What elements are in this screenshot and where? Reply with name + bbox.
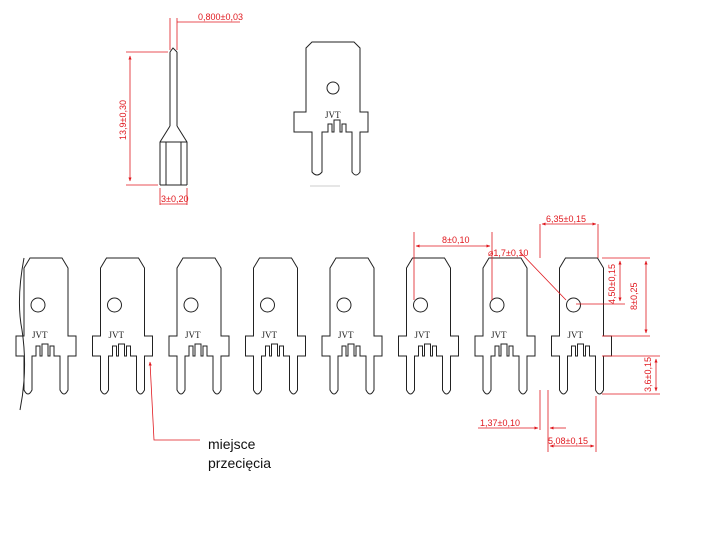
terminal-hole — [566, 297, 581, 313]
strip-terminal: JVT — [92, 257, 153, 395]
front-view-marking: JVT — [325, 110, 341, 120]
dim-foot-width: 3±0,20 — [161, 194, 188, 204]
dim-pitch: 8±0,10 — [442, 235, 469, 245]
dim-width: 6,35±0,15 — [546, 214, 586, 224]
terminal-hole — [30, 297, 46, 313]
dim-leg-gap: 1,37±0,10 — [480, 418, 520, 428]
dim-leg-height: 3,6±0,15 — [643, 357, 653, 392]
terminal-marking: JVT — [338, 330, 354, 340]
strip-break-line — [18, 257, 26, 411]
terminal-marking: JVT — [415, 330, 431, 340]
terminal-marking: JVT — [109, 330, 125, 340]
strip-terminal: JVT — [551, 257, 612, 395]
dim-height-side: 13,9±0,30 — [118, 100, 128, 140]
strip-terminal: JVT — [398, 257, 459, 395]
side-view — [159, 47, 188, 186]
terminal-marking: JVT — [491, 330, 507, 340]
terminal-hole — [183, 297, 199, 313]
terminal-marking: JVT — [568, 330, 584, 340]
strip-terminal: JVT — [474, 257, 536, 395]
cut-label-line1: miejsce — [208, 436, 256, 452]
terminal-hole — [107, 297, 122, 313]
strip-terminal: JVT — [15, 257, 77, 395]
front-view — [293, 41, 369, 187]
terminal-marking: JVT — [262, 330, 278, 340]
strip: JVT JVT JVT JVT JVT JVT JVT JVT — [15, 257, 612, 411]
terminal-hole — [413, 297, 428, 313]
terminal-marking: JVT — [32, 330, 48, 340]
terminal-hole — [336, 297, 352, 313]
strip-terminal: JVT — [245, 257, 306, 395]
strip-dimensions — [148, 222, 660, 452]
dim-leg-spacing: 5,08±0,15 — [548, 436, 588, 446]
terminal-hole — [260, 297, 275, 313]
strip-terminals: JVT JVT JVT JVT JVT JVT JVT JVT — [15, 257, 612, 395]
cut-label-line2: przecięcia — [208, 455, 271, 471]
strip-terminal: JVT — [168, 257, 230, 395]
side-view-dimensions — [126, 18, 240, 205]
dim-hole: ⌀1,7±0,10 — [488, 248, 528, 258]
dim-hole-height: 4,50±0,15 — [607, 264, 617, 304]
terminal-hole — [489, 297, 505, 313]
strip-terminal: JVT — [321, 257, 383, 395]
terminal-marking: JVT — [185, 330, 201, 340]
dim-blade-height: 8±0,25 — [629, 283, 639, 310]
dim-thickness: 0,800±0,03 — [198, 12, 243, 22]
